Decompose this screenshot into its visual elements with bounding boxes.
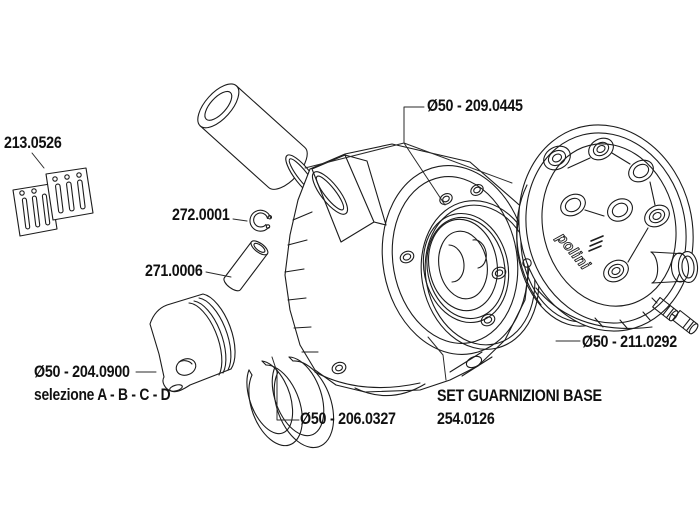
leader-circlip — [232, 218, 248, 222]
leader-piston-rings — [271, 356, 300, 421]
reed-petals-drawing — [12, 167, 94, 237]
leader-head-gasket-set — [304, 106, 513, 206]
part-label-head-gasket-set: Ø50 - 209.0445 — [427, 96, 523, 115]
polini-logo-mark — [588, 235, 604, 252]
coolant-spigot — [650, 250, 699, 284]
part-label-needle-cage: 271.0006 — [145, 261, 203, 280]
intake-stub — [311, 154, 387, 243]
cylinder-drawing — [284, 143, 531, 397]
cylinder-head-drawing: polini — [516, 124, 699, 335]
head-bolt-bosses — [543, 137, 670, 283]
part-label-base-gasket-code: 254.0126 — [437, 409, 495, 428]
part-label-piston-selection: selezione A - B - C - D — [34, 386, 171, 404]
part-label-reed-valve: 213.0526 — [4, 133, 62, 152]
leader-reed-valve — [31, 152, 45, 169]
leader-needle-cage — [205, 271, 232, 278]
needle-cage-drawing — [223, 240, 269, 292]
part-label-piston-rings: Ø50 - 206.0327 — [300, 409, 396, 428]
hose-barbs — [651, 296, 699, 335]
part-label-circlip: 272.0001 — [172, 205, 230, 224]
leader-base-gasket-set — [427, 336, 447, 381]
piston-drawing — [149, 293, 236, 393]
part-label-base-gasket-title: SET GUARNIZIONI BASE — [437, 386, 602, 405]
part-label-piston: Ø50 - 204.0900 — [34, 362, 130, 381]
part-label-cylinder-head: Ø50 - 211.0292 — [582, 332, 677, 351]
circlip-drawing — [249, 209, 273, 232]
leader-lines — [31, 106, 581, 421]
